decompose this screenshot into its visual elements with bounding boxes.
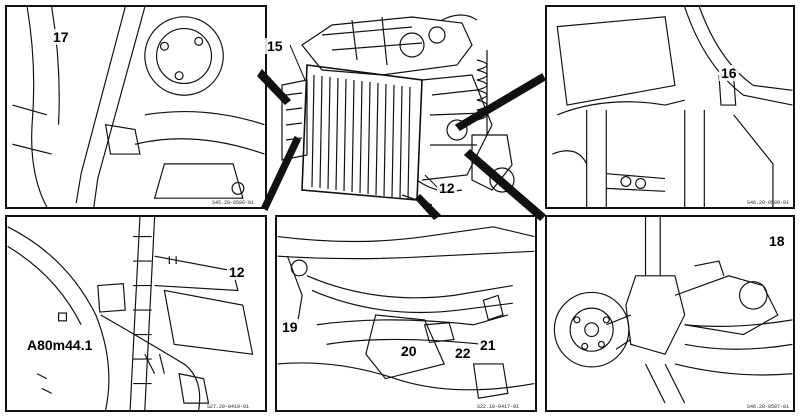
detail-panel-bottom-right: 18 S46.20-0507-01 <box>545 215 795 412</box>
callout-a80m44-1: A80m44.1 <box>25 337 95 353</box>
callout-19: 19 <box>280 319 300 335</box>
callout-15: 15 <box>265 38 285 54</box>
detail-panel-bottom-center: 19 20 21 22 S22.10-0417-01 <box>275 215 537 412</box>
callout-18: 18 <box>767 233 787 249</box>
detail-drawing-bottom-left <box>7 217 254 410</box>
figure-code-bottom-left: S27.20-0419-01 <box>207 404 250 410</box>
figure-code-top-right: S46.20-0509-01 <box>747 200 790 206</box>
detail-panel-bottom-left: 12 A80m44.1 S27.20-0419-01 <box>5 215 267 412</box>
engine-overview-drawing <box>281 14 515 206</box>
figure-code-top-left: S45.20-0506-01 <box>212 200 255 206</box>
callout-20: 20 <box>399 343 419 359</box>
callout-22: 22 <box>453 345 473 361</box>
callout-17: 17 <box>51 29 71 45</box>
detail-panel-top-left: 17 S45.20-0506-01 <box>5 5 267 209</box>
detail-drawing-top-left <box>12 7 265 207</box>
detail-drawing-top-right <box>552 7 793 207</box>
figure-code-bottom-right: S46.20-0507-01 <box>747 404 790 410</box>
callout-21: 21 <box>478 337 498 353</box>
engine-overview-illustration <box>262 5 552 215</box>
figure-code-bottom-center: S22.10-0417-01 <box>477 404 520 410</box>
detail-drawing-bottom-center <box>277 226 535 399</box>
callout-16: 16 <box>719 65 739 81</box>
callout-12-left: 12 <box>227 264 247 280</box>
callout-12-center: 12 <box>437 180 457 196</box>
detail-drawing-bottom-right <box>553 217 793 404</box>
detail-panel-top-right: 16 S46.20-0509-01 <box>545 5 795 209</box>
